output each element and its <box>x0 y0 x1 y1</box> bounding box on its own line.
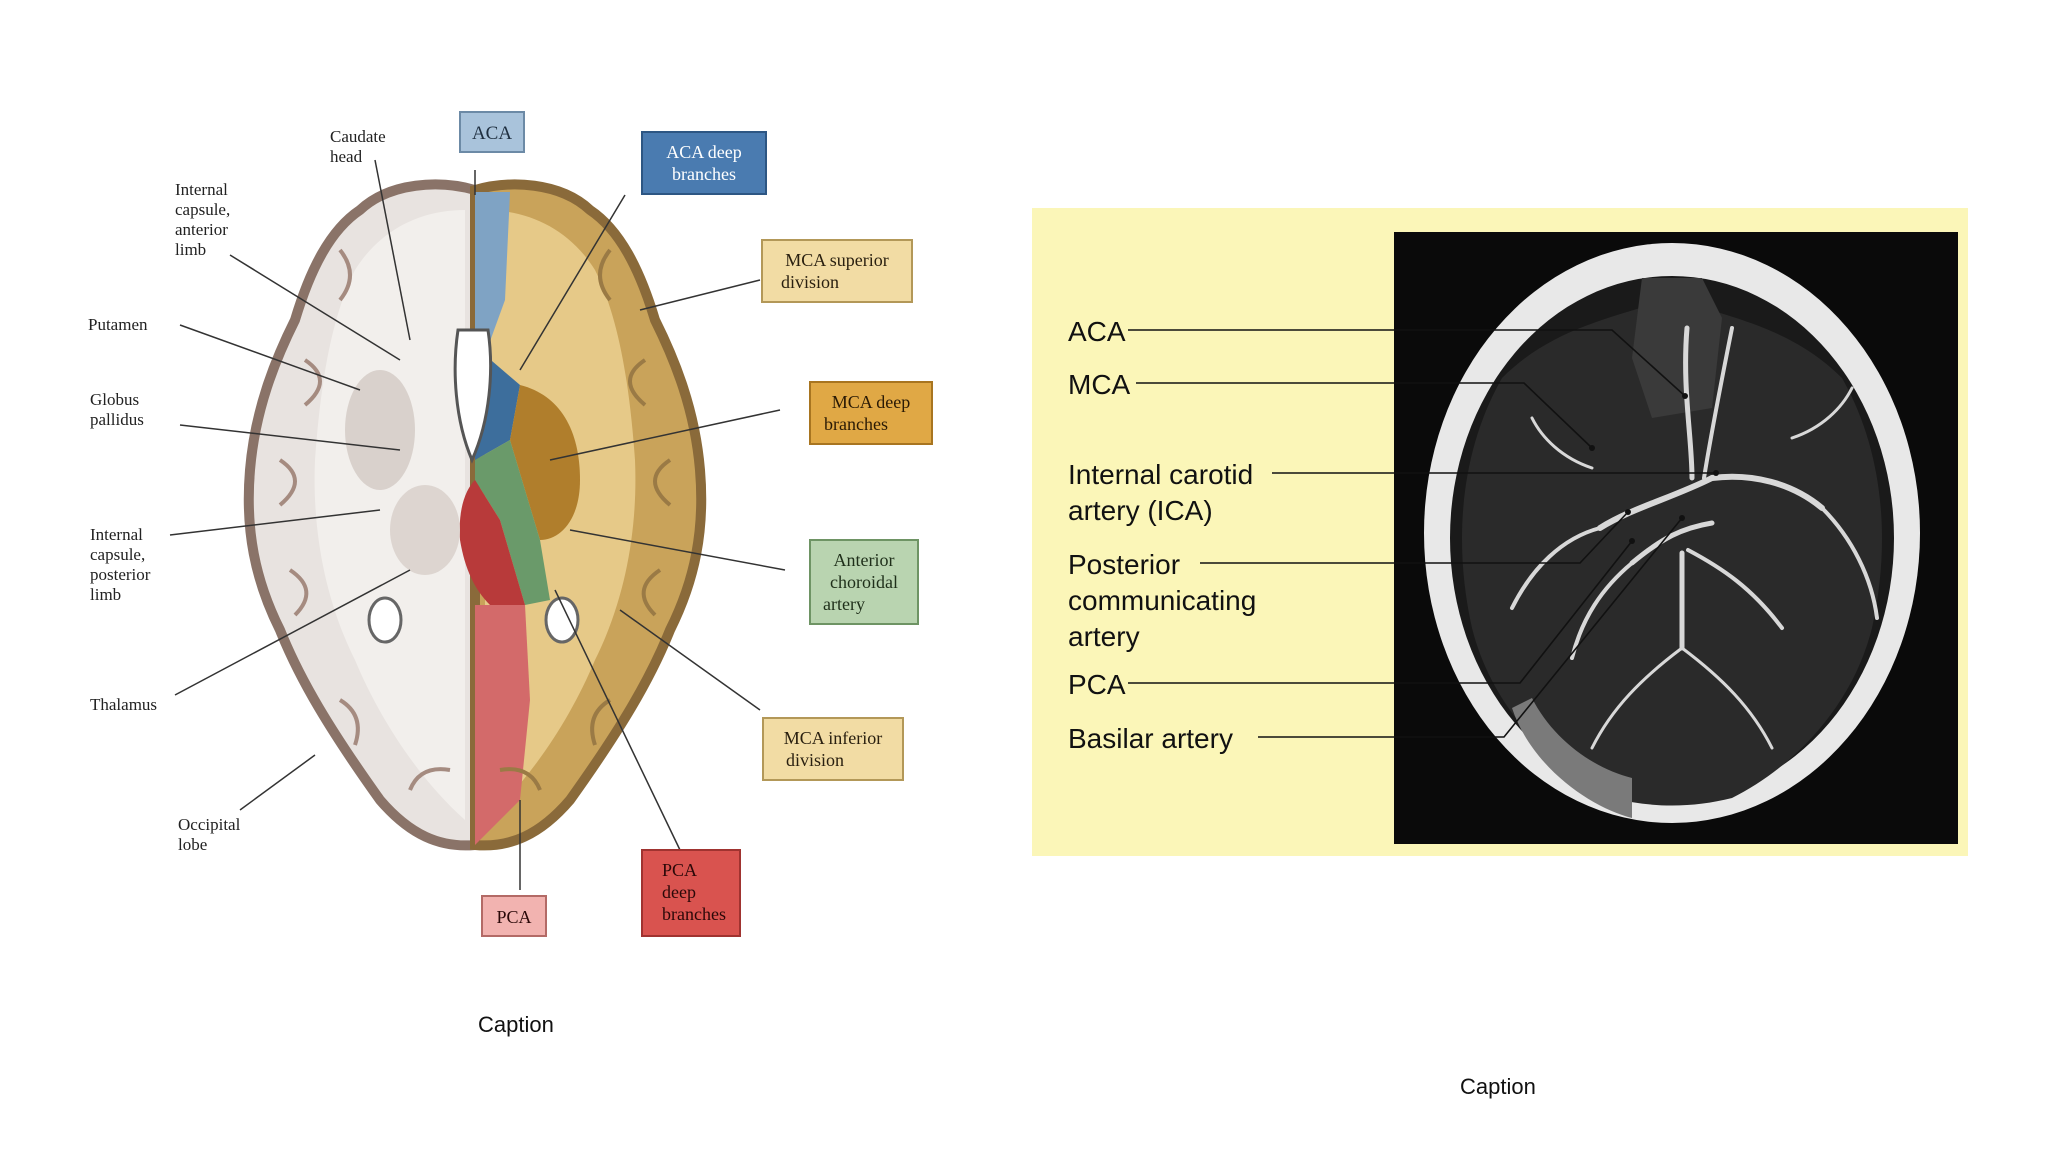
putamen-shape <box>345 370 415 490</box>
box-anterior-choroidal: Anterior choroidal artery <box>809 539 919 625</box>
svg-text:Anterior: Anterior <box>834 550 895 570</box>
frontal-region <box>1632 278 1722 418</box>
box-mca-inferior: MCA inferior division <box>762 717 904 781</box>
svg-text:division: division <box>786 750 844 770</box>
ct-angiography-panel: ACA MCA Internal carotid artery (ICA) Po… <box>1032 208 1968 856</box>
left-occipital-horn <box>367 596 403 644</box>
label-caudate-2: head <box>330 147 363 166</box>
label-occipital-2: lobe <box>178 835 207 854</box>
svg-text:MCA deep: MCA deep <box>832 392 911 412</box>
svg-text:PCA: PCA <box>496 907 531 927</box>
left-white-matter <box>314 210 465 820</box>
label-ica-1: Internal carotid <box>1068 459 1253 490</box>
label-ic-post-1: Internal <box>90 525 143 544</box>
frontal-horn <box>453 328 493 464</box>
right-occipital-horn <box>544 596 580 644</box>
label-mca: MCA <box>1068 369 1131 400</box>
label-thalamus: Thalamus <box>90 695 157 714</box>
label-pcom-2: communicating <box>1068 585 1256 616</box>
svg-text:PCA: PCA <box>662 860 697 880</box>
svg-text:ACA deep: ACA deep <box>666 142 742 162</box>
svg-text:artery: artery <box>823 594 865 614</box>
svg-text:MCA inferior: MCA inferior <box>784 728 883 748</box>
label-aca: ACA <box>1068 316 1126 347</box>
label-pcom-3: artery <box>1068 621 1140 652</box>
label-ic-ant-4: limb <box>175 240 206 259</box>
label-ic-ant-2: capsule, <box>175 200 230 219</box>
box-mca-deep: MCA deep branches <box>809 381 933 445</box>
box-pca: PCA <box>481 895 547 937</box>
label-pca: PCA <box>1068 669 1126 700</box>
label-putamen: Putamen <box>88 315 148 334</box>
box-mca-superior: MCA superior division <box>761 239 913 303</box>
svg-text:choroidal: choroidal <box>830 572 898 592</box>
right-caption: Caption <box>1460 1074 1536 1099</box>
thalamus-shape <box>390 485 460 575</box>
label-basilar: Basilar artery <box>1068 723 1233 754</box>
label-globus-2: pallidus <box>90 410 144 429</box>
box-aca: ACA <box>459 111 525 153</box>
brain-territory-svg: ACA ACA deep branches MCA superior divis… <box>88 111 933 937</box>
svg-text:branches: branches <box>824 414 888 434</box>
aca-territory <box>475 192 510 355</box>
ct-angiography-svg: ACA MCA Internal carotid artery (ICA) Po… <box>1068 232 1958 844</box>
box-pca-deep: PCA deep branches <box>641 849 741 937</box>
label-ic-post-2: capsule, <box>90 545 145 564</box>
svg-text:branches: branches <box>672 164 736 184</box>
brain-territory-diagram: ACA ACA deep branches MCA superior divis… <box>80 100 960 960</box>
ct-labels: ACA MCA Internal carotid artery (ICA) Po… <box>1068 316 1256 754</box>
label-ic-ant-1: Internal <box>175 180 228 199</box>
label-caudate-1: Caudate <box>330 127 386 146</box>
left-anatomy-labels: Caudate head Internal capsule, anterior … <box>88 127 386 854</box>
label-ic-ant-3: anterior <box>175 220 228 239</box>
svg-text:deep: deep <box>662 882 696 902</box>
label-ic-post-3: posterior <box>90 565 151 584</box>
ct-leader-lines <box>1128 329 1716 738</box>
pca-territory <box>475 605 530 845</box>
mca-deep-territory <box>510 385 580 540</box>
label-ica-2: artery (ICA) <box>1068 495 1213 526</box>
label-globus-1: Globus <box>90 390 139 409</box>
svg-text:MCA superior: MCA superior <box>785 250 889 270</box>
box-aca-deep: ACA deep branches <box>641 131 767 195</box>
vessels <box>1510 325 1879 750</box>
right-gyri <box>499 248 672 791</box>
label-occipital-1: Occipital <box>178 815 241 834</box>
svg-text:branches: branches <box>662 904 726 924</box>
svg-text:division: division <box>781 272 839 292</box>
left-leader-lines <box>169 159 786 890</box>
left-gyri <box>278 248 451 791</box>
pca-deep-territory <box>459 480 525 605</box>
left-caption: Caption <box>478 1012 554 1037</box>
ach-territory <box>475 440 550 605</box>
svg-text:ACA: ACA <box>472 123 512 144</box>
label-ic-post-4: limb <box>90 585 121 604</box>
label-pcom-1: Posterior <box>1068 549 1180 580</box>
occipital-density <box>1512 698 1632 818</box>
